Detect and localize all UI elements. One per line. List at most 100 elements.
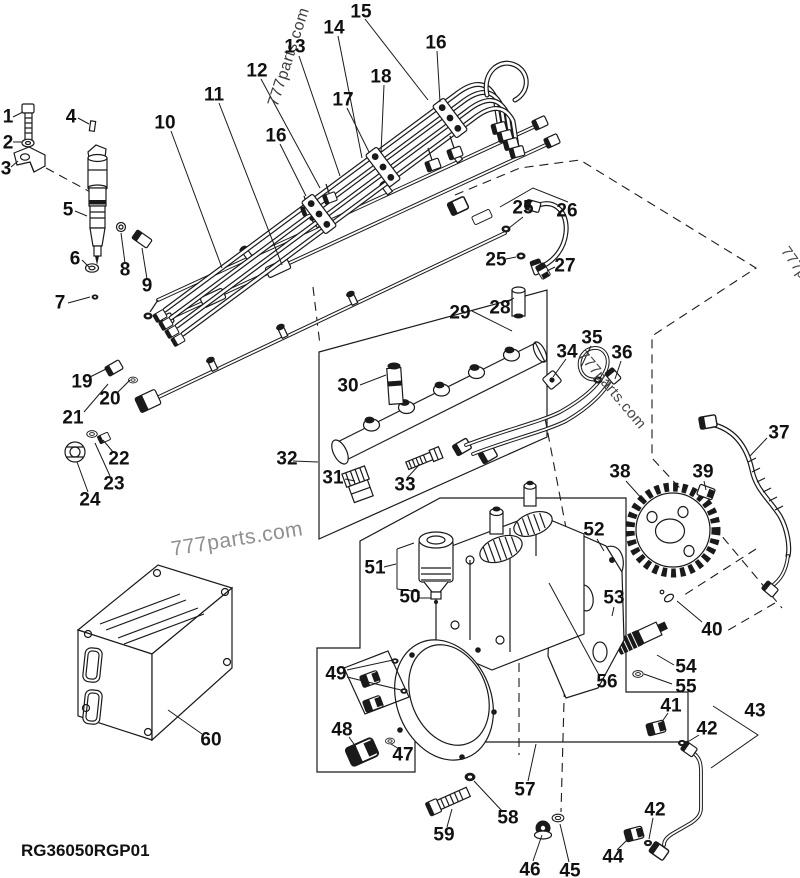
callout-40: 40 [701, 620, 722, 641]
pump-front-cover [394, 639, 494, 761]
callout-19: 19 [71, 372, 92, 393]
callout-43: 43 [744, 701, 765, 722]
callout-57: 57 [514, 780, 535, 801]
plugs-49 [343, 650, 410, 715]
callout-25: 25 [485, 250, 507, 271]
rail-ports [362, 346, 521, 432]
solenoid-1 [479, 506, 523, 564]
callout-5: 5 [63, 200, 74, 221]
callout-21: 21 [62, 408, 84, 429]
washer-2 [21, 138, 35, 148]
callout-53: 53 [603, 588, 624, 609]
clamp-3 [13, 146, 46, 173]
callout-37: 37 [768, 423, 789, 444]
bolt-1 [21, 103, 35, 141]
callout-11: 11 [204, 85, 225, 106]
callout-36: 36 [611, 343, 632, 364]
injection-pump [343, 480, 625, 768]
lower-hardware [425, 705, 759, 862]
ring-7 [91, 294, 99, 300]
part-code: RG36050RGP01 [21, 841, 150, 860]
callout-9: 9 [142, 276, 153, 297]
callout-34: 34 [556, 342, 578, 363]
callout-3: 3 [1, 159, 12, 180]
rail-pump-tubes [464, 346, 622, 456]
ring-25a [501, 225, 511, 233]
callout-48: 48 [331, 720, 352, 741]
callout-52: 52 [583, 520, 604, 541]
bolt-39 [696, 483, 716, 501]
nut-24 [64, 441, 86, 463]
fuel-filter-51 [418, 531, 454, 604]
callout-20: 20 [99, 389, 120, 410]
callout-56: 56 [596, 672, 617, 693]
leader-lines [10, 18, 768, 863]
callout-2: 2 [3, 133, 14, 154]
callout-17: 17 [332, 90, 353, 111]
callout-6: 6 [70, 249, 81, 270]
callout-1: 1 [3, 107, 14, 128]
callout-14: 14 [323, 18, 345, 39]
callout-4: 4 [66, 107, 77, 128]
washer-47 [385, 737, 395, 745]
callout-51: 51 [364, 558, 386, 579]
pump-zone [316, 497, 689, 773]
plug-41 [645, 719, 668, 737]
callout-33: 33 [394, 475, 415, 496]
callout-45: 45 [559, 861, 581, 878]
ring-25b [516, 252, 526, 260]
callout-13: 13 [284, 37, 305, 58]
return-connector-assembly [446, 187, 569, 319]
plug-48 [343, 736, 381, 768]
callout-24: 24 [79, 490, 101, 511]
callout-12: 12 [246, 61, 267, 82]
callout-16: 16 [265, 126, 286, 147]
callout-31: 31 [322, 468, 344, 489]
callout-23: 23 [103, 474, 124, 495]
injector-body-5 [87, 144, 108, 265]
callout-26: 26 [556, 201, 577, 222]
fuel-rail-zone [318, 289, 548, 540]
ecu-60 [76, 564, 234, 742]
sensor-30 [386, 362, 404, 406]
check-valve-54 [614, 621, 668, 678]
callout-50: 50 [399, 587, 420, 608]
watermark: 777parts.com [169, 517, 304, 561]
callout-7: 7 [55, 293, 66, 314]
fitting-19 [104, 359, 124, 377]
solenoid-2 [513, 480, 553, 537]
bolt-59 [425, 786, 472, 817]
ring-42b [643, 839, 653, 847]
callout-59: 59 [433, 825, 454, 846]
o-ring-55 [632, 670, 644, 678]
callout-55: 55 [675, 677, 697, 698]
callout-49: 49 [325, 664, 346, 685]
washer-58 [464, 772, 476, 782]
callout-30: 30 [337, 376, 358, 397]
drive-gear-38 [625, 482, 721, 603]
callout-44: 44 [602, 847, 624, 868]
callout-46: 46 [519, 860, 540, 878]
callout-41: 41 [660, 696, 682, 717]
washer-45 [551, 813, 565, 823]
o-ring-8 [115, 221, 127, 233]
zone-outlines [316, 289, 689, 773]
injector-assembly [13, 103, 153, 300]
stud-28 [511, 286, 526, 319]
callout-42: 42 [696, 719, 717, 740]
callout-47: 47 [392, 745, 413, 766]
callout-39: 39 [692, 462, 713, 483]
supply-pipe [64, 231, 507, 463]
fuel-hose-37 [697, 413, 792, 598]
ecu-connector-slots [82, 647, 103, 725]
callout-54: 54 [675, 657, 697, 678]
watermark: 777parts.com [777, 243, 800, 332]
tube-clamp-34 [542, 370, 562, 390]
fuel-pipe-43 [647, 740, 703, 862]
callout-32: 32 [276, 449, 297, 470]
callout-25: 25 [512, 198, 534, 219]
callout-8: 8 [120, 260, 131, 281]
